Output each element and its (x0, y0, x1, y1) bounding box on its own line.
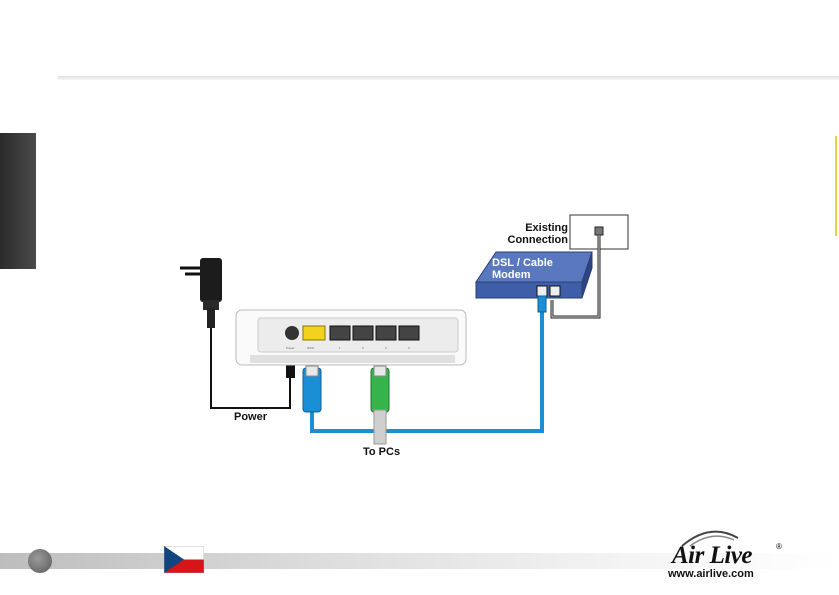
to-pcs-label: To PCs (363, 446, 400, 458)
power-adapter (200, 258, 222, 302)
router-lan-port-3 (376, 326, 396, 340)
page-number-circle (28, 549, 52, 573)
green-cable (374, 410, 386, 444)
existing-connection-label: Existing Connection (468, 222, 568, 246)
airlive-logo: Air Live ® www.airlive.com (652, 528, 792, 580)
router-power-jack (285, 326, 299, 340)
modem-port-line (550, 286, 560, 296)
router-lan-port-1 (330, 326, 350, 340)
router-port-label: WAN (307, 346, 314, 350)
logo-trademark: ® (776, 542, 782, 551)
router-lan-port-2 (353, 326, 373, 340)
czech-flag-icon (164, 546, 204, 573)
modem-port-lan (537, 286, 547, 296)
router-wan-port (303, 326, 325, 340)
logo-url: www.airlive.com (668, 568, 754, 580)
wall-outlet-jack (595, 227, 603, 235)
logo-wordmark: Air Live (672, 542, 752, 570)
router-lan-port-4 (399, 326, 419, 340)
power-label: Power (234, 411, 267, 423)
modem-label: DSL / Cable Modem (492, 257, 553, 281)
router-port-label: Power (286, 346, 295, 350)
